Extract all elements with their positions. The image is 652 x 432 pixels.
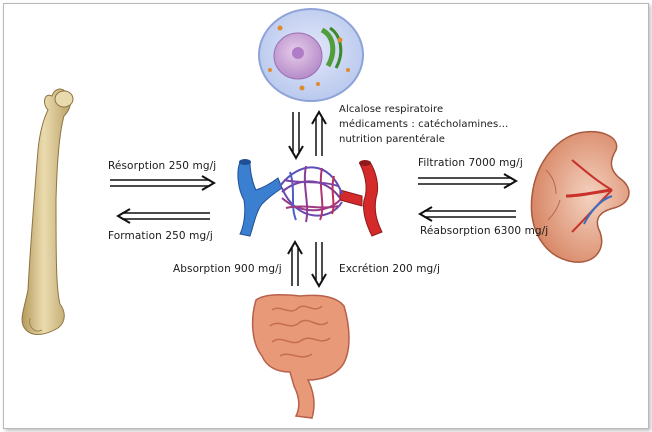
arrow-resorption [110,175,216,191]
cell-note-medicaments: médicaments : catécholamines… [339,119,509,130]
arrow-absorption [287,240,303,286]
label-formation: Formation 250 mg/j [108,230,213,242]
intestine-illustration [251,294,350,419]
cell-note-alcalose: Alcalose respiratoire [339,104,444,115]
kidney-illustration [530,130,630,263]
label-reabsorption: Réabsorption 6300 mg/j [420,225,549,237]
arrow-blood-to-cell [311,110,327,156]
cell-illustration [258,8,364,102]
label-resorption: Résorption 250 mg/j [108,160,217,172]
arrow-reabsorption [418,206,516,222]
arrow-formation [116,208,210,224]
arrow-cell-to-blood [288,112,304,160]
arrow-filtration [418,173,518,189]
femur-bone-illustration [21,88,74,335]
label-absorption: Absorption 900 mg/j [173,263,282,275]
capillary-network-illustration [237,159,383,237]
arrow-excretion [311,242,327,288]
cell-note-nutrition: nutrition parentérale [339,134,446,145]
label-excretion: Excrétion 200 mg/j [339,263,440,275]
label-filtration: Filtration 7000 mg/j [418,157,523,169]
